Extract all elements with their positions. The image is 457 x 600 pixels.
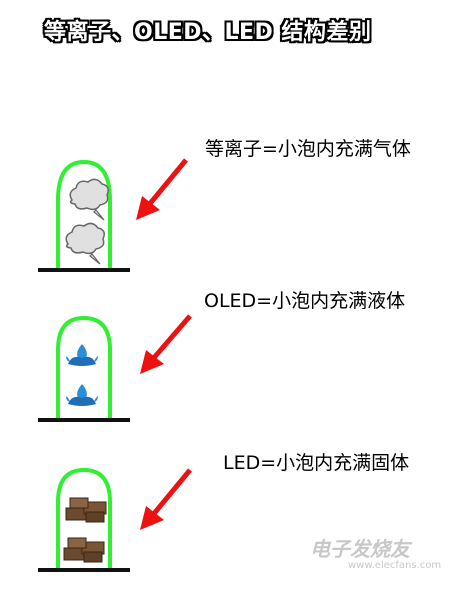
plasma-label: 等离子=小泡内充满气体 xyxy=(205,138,411,160)
watermark-logo: 电子发烧友 www.elecfans.com xyxy=(310,533,441,571)
oled-bulb-diagram xyxy=(38,314,192,422)
page-title: 等离子、OLED、LED 结构差别 xyxy=(44,20,372,45)
watermark-logo-text: 电子发烧友 xyxy=(310,537,410,561)
water-splash-icon xyxy=(66,384,98,406)
brick-stack-icon xyxy=(63,537,105,563)
brick-stack-icon xyxy=(65,497,107,523)
red-arrow-icon xyxy=(136,158,188,220)
red-arrow-icon xyxy=(140,468,192,530)
watermark-url: www.elecfans.com xyxy=(348,560,442,571)
red-arrow-icon xyxy=(140,314,192,374)
bulb-outline xyxy=(56,467,112,570)
plasma-bulb-diagram xyxy=(38,158,188,272)
water-splash-icon xyxy=(66,344,98,366)
bulb-outline xyxy=(56,315,112,420)
led-bulb-diagram xyxy=(38,467,192,572)
gas-cloud-icon xyxy=(69,178,109,221)
oled-label: OLED=小泡内充满液体 xyxy=(204,290,406,312)
led-label: LED=小泡内充满固体 xyxy=(223,452,410,474)
bulb-outline xyxy=(56,159,112,270)
gas-cloud-icon xyxy=(65,222,105,265)
